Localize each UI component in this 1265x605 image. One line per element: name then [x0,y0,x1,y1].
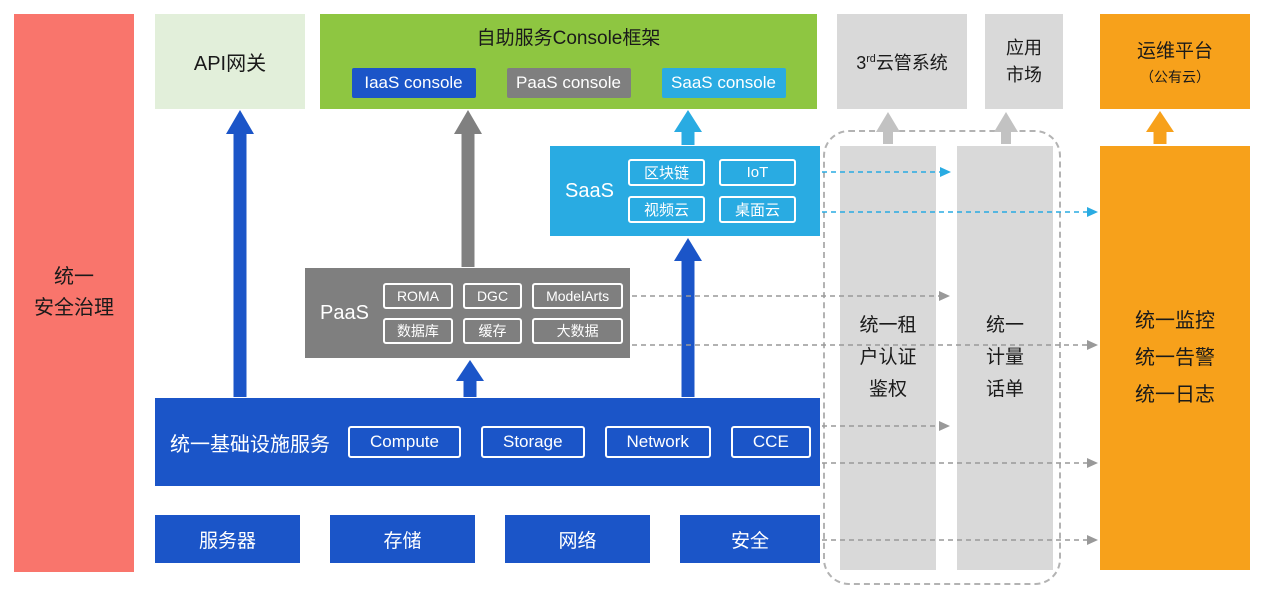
app-market-label: 应用 市场 [1006,37,1042,85]
paas-chip-modelarts: ModelArts [532,282,624,309]
paas-chip-database: 数据库 [382,317,453,344]
saas-chip-grid: 区块链 IoT 视频云 桌面云 [627,159,796,223]
ops-platform-title: 运维平台 [1136,41,1213,62]
console-button-row: IaaS console PaaS console SaaS console [320,68,817,98]
iaas-chip-cce: CCE [730,426,811,458]
paas-chip-grid: ROMA DGC ModelArts 数据库 缓存 大数据 [382,282,624,344]
iaas-layer-box: 统一基础设施服务 Compute Storage Network CCE [155,398,820,486]
arrow-paas-to-console [454,110,482,267]
third-party-cloud-label: 3rd云管系统 [856,52,948,73]
saas-chip-blockchain: 区块链 [627,159,705,186]
arrow-iaas-to-api-gateway [226,110,254,397]
api-gateway-box: API网关 [155,14,305,109]
saas-chip-video-cloud: 视频云 [627,196,705,223]
paas-layer-box: PaaS ROMA DGC ModelArts 数据库 缓存 大数据 [305,268,630,358]
paas-chip-bigdata: 大数据 [532,317,624,344]
arrow-monitoring-to-ops-platform [1146,111,1174,144]
iaas-chip-storage: Storage [480,426,585,458]
ops-platform-subtitle: （公有云） [1140,69,1210,85]
tenant-auth-bar: 统一租 户认证 鉴权 [840,146,936,570]
saas-layer-box: SaaS 区块链 IoT 视频云 桌面云 [550,146,820,236]
api-gateway-label: API网关 [193,53,267,75]
arrow-saas-to-saas-console [674,110,702,145]
iaas-chip-compute: Compute [348,426,461,458]
metering-label: 统一 计量 话单 [985,314,1024,401]
tenant-auth-label: 统一租 户认证 鉴权 [859,314,917,401]
security-governance-label: 统一 安全治理 [34,266,114,319]
ops-platform-box: 运维平台 （公有云） [1100,14,1250,109]
arrow-iaas-to-paas [456,360,484,397]
console-framework-box: 自助服务Console框架 IaaS console PaaS console … [320,14,817,109]
paas-chip-cache: 缓存 [462,317,523,344]
metering-bar: 统一 计量 话单 [957,146,1053,570]
hardware-box-storage: 存储 [330,515,475,563]
hardware-box-server: 服务器 [155,515,300,563]
paas-label: PaaS [320,301,369,324]
shared-services-dashed-frame [823,130,1061,585]
hardware-box-security: 安全 [680,515,820,563]
arrow-iaas-to-saas [674,238,702,397]
app-market-box: 应用 市场 [985,14,1063,109]
saas-console-button: SaaS console [661,68,786,98]
third-party-cloud-box: 3rd云管系统 [837,14,967,109]
saas-label: SaaS [565,179,614,202]
security-governance-bar: 统一 安全治理 [14,14,134,572]
saas-chip-iot: IoT [718,159,796,186]
saas-chip-desktop-cloud: 桌面云 [718,196,796,223]
paas-chip-dgc: DGC [462,282,523,309]
monitoring-label: 统一监控 统一告警 统一日志 [1135,309,1215,406]
paas-chip-roma: ROMA [382,282,453,309]
monitoring-bar: 统一监控 统一告警 统一日志 [1100,146,1250,570]
paas-console-button: PaaS console [506,68,631,98]
iaas-chip-network: Network [604,426,711,458]
hardware-box-network: 网络 [505,515,650,563]
iaas-console-button: IaaS console [351,68,476,98]
iaas-chip-row: Compute Storage Network CCE [348,426,811,458]
console-framework-title: 自助服务Console框架 [476,28,661,49]
iaas-label: 统一基础设施服务 [170,433,330,456]
